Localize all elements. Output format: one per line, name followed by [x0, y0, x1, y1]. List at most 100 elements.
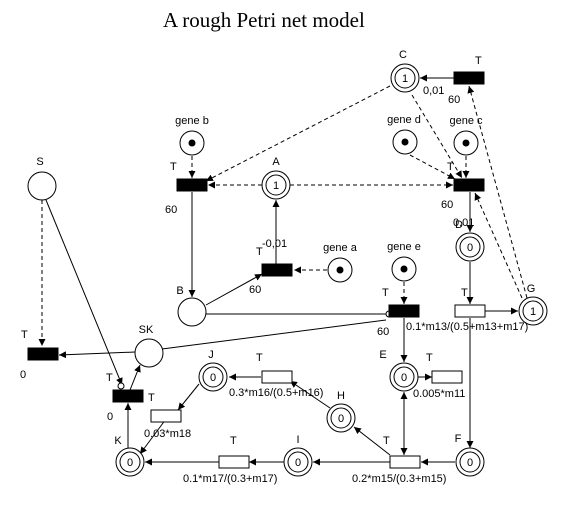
- place-F-tokens: 0: [467, 457, 473, 469]
- transition-t-E2-param: 0.005*m11: [413, 388, 465, 400]
- transition-t-I-label: T: [383, 435, 390, 447]
- arc-tk-k: [139, 418, 167, 455]
- arc-sk-te: [161, 319, 387, 350]
- place-E-label: E: [379, 349, 386, 361]
- place-S-label: S: [36, 156, 43, 168]
- transition-t-C-param2: 60: [448, 94, 460, 106]
- place-B[interactable]: B: [176, 285, 207, 327]
- place-gene-a[interactable]: gene a: [323, 242, 358, 283]
- place-gene-e-label: gene e: [387, 241, 421, 253]
- arc-s-tsk: [45, 199, 123, 386]
- transition-t-I-param: 0.2*m15/(0.3+m15): [352, 473, 446, 485]
- transition-t-E2-label: T: [426, 352, 433, 364]
- transition-t-KI-label: T: [230, 435, 237, 447]
- place-gene-d[interactable]: gene d: [387, 114, 421, 155]
- place-H-label: H: [337, 390, 345, 402]
- arc-g-td: [474, 192, 523, 299]
- arc-gened-td: [409, 154, 456, 180]
- place-gene-e[interactable]: gene e: [387, 241, 421, 282]
- transition-t-S-label: T: [21, 329, 28, 341]
- place-A-label: A: [272, 156, 280, 168]
- arc-ti-h: [353, 426, 391, 456]
- transition-t-C-label: T: [475, 55, 482, 67]
- place-gene-b-label: gene b: [175, 115, 209, 127]
- place-gene-d-label: gene d: [387, 114, 421, 126]
- transition-t-C[interactable]: T 0,01 60: [423, 55, 485, 106]
- place-K-label: K: [114, 435, 122, 447]
- transition-t-A-label: T: [256, 246, 263, 258]
- transition-t-KI-param: 0.1*m17/(0.3+m17): [183, 473, 277, 485]
- transition-t-I[interactable]: T 0.2*m15/(0.3+m15): [352, 435, 446, 485]
- transitions: T 0,01 60 T 60 T 60 0,01 T -0,01 60 T 60: [20, 55, 528, 485]
- transition-t-D-label: T: [447, 161, 454, 173]
- arc-sk-ts: [58, 351, 136, 359]
- place-SK[interactable]: SK: [134, 324, 164, 368]
- place-F-label: F: [455, 433, 462, 445]
- transition-t-A-param2: 60: [249, 284, 261, 296]
- place-E-tokens: 0: [401, 372, 407, 384]
- arc-tsk-sk: [129, 364, 141, 391]
- place-K-tokens: 0: [127, 457, 133, 469]
- place-G[interactable]: 1 G: [518, 283, 548, 326]
- place-I[interactable]: 0 I: [283, 434, 313, 477]
- place-J-label: J: [208, 349, 214, 361]
- place-K[interactable]: 0 K: [114, 435, 145, 477]
- transition-t-A[interactable]: T -0,01 60: [249, 238, 293, 296]
- transition-t-S-param: 0: [20, 369, 26, 381]
- place-G-tokens: 1: [530, 306, 536, 318]
- place-C[interactable]: 1 C: [390, 49, 420, 93]
- place-gene-c[interactable]: gene c: [449, 115, 483, 156]
- transition-t-SK[interactable]: T T 0: [106, 372, 155, 423]
- diagram-title: A rough Petri net model: [163, 8, 365, 32]
- transition-t-G[interactable]: T: [454, 287, 486, 318]
- arc-tsk-inhibitor: [117, 382, 125, 390]
- arc-g-tc: [467, 85, 528, 299]
- place-J[interactable]: 0 J: [198, 349, 228, 392]
- transition-t-E2[interactable]: T 0.005*m11: [413, 352, 465, 400]
- place-F[interactable]: 0 F: [455, 433, 485, 477]
- transition-t-B-label: T: [170, 161, 177, 173]
- transition-t-D[interactable]: T 60 0,01: [441, 161, 485, 229]
- transition-t-E-param2: 0.1*m13/(0.5+m13+m17): [406, 321, 528, 333]
- transition-t-E-param1: 60: [377, 326, 389, 338]
- transition-t-J[interactable]: T 0.3*m16/(0.5+m16): [229, 352, 323, 399]
- transition-t-B[interactable]: T 60: [165, 161, 208, 216]
- transition-t-C-param1: 0,01: [423, 85, 444, 97]
- transition-t-E[interactable]: T 60 0.1*m13/(0.5+m13+m17): [377, 287, 528, 338]
- arc-c-td: [411, 94, 463, 179]
- transition-t-D-param1: 60: [441, 199, 453, 211]
- place-H-tokens: 0: [338, 413, 344, 425]
- place-A-tokens: 1: [273, 180, 279, 192]
- place-C-tokens: 1: [402, 73, 408, 85]
- place-E[interactable]: 0 E: [379, 349, 419, 392]
- place-H[interactable]: 0 H: [326, 390, 356, 433]
- place-SK-label: SK: [139, 324, 154, 336]
- transition-t-SK-label: T: [106, 372, 113, 384]
- place-A[interactable]: 1 A: [261, 156, 291, 200]
- transition-t-D-param2: 0,01: [453, 217, 474, 229]
- place-D[interactable]: 0 D: [455, 219, 485, 262]
- transition-t-KI[interactable]: T 0.1*m17/(0.3+m17): [183, 435, 277, 485]
- transition-t-K[interactable]: 0.03*m18: [144, 409, 191, 440]
- place-G-label: G: [527, 283, 536, 295]
- place-I-label: I: [296, 434, 299, 446]
- transition-t-K-param: 0.03*m18: [144, 428, 191, 440]
- arc-c-tb: [205, 85, 391, 182]
- place-gene-b[interactable]: gene b: [175, 115, 209, 156]
- transition-t-B-param: 60: [165, 204, 177, 216]
- place-J-tokens: 0: [210, 372, 216, 384]
- transition-t-SK-label2: T: [148, 392, 155, 404]
- place-C-label: C: [399, 49, 407, 61]
- place-S[interactable]: S: [27, 156, 57, 201]
- places: 1 C 1 A 0 D 1 G S B: [27, 49, 548, 477]
- place-B-label: B: [176, 285, 183, 297]
- transition-t-E-label: T: [382, 287, 389, 299]
- transition-t-S[interactable]: T 0: [20, 329, 59, 381]
- place-gene-a-label: gene a: [323, 242, 358, 254]
- transition-t-G-label: T: [461, 287, 468, 299]
- place-I-tokens: 0: [295, 457, 301, 469]
- place-D-tokens: 0: [467, 242, 473, 254]
- transition-t-SK-param: 0: [107, 411, 113, 423]
- arc-h-tj: [289, 380, 331, 409]
